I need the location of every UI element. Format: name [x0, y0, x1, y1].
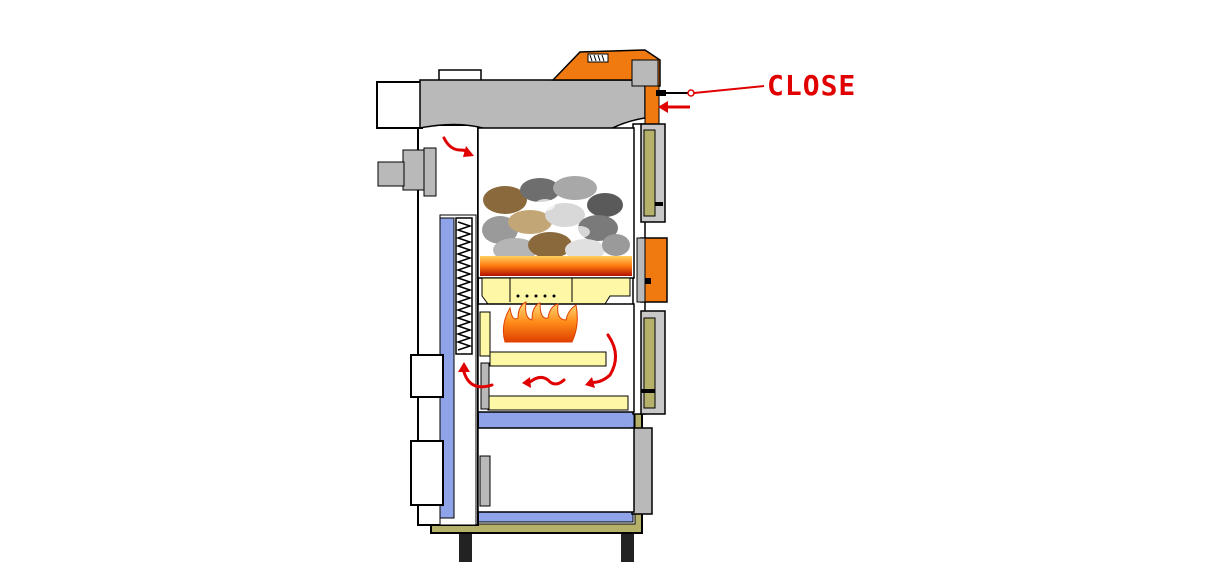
- boiler-leg-right: [621, 533, 634, 562]
- middle-left-port: [410, 354, 444, 398]
- upper-loading-door: [640, 123, 666, 223]
- bottom-right-cover: [631, 427, 653, 515]
- ash-pit-panel: [479, 455, 491, 507]
- water-jacket-middle: [477, 411, 635, 429]
- flames: [502, 301, 578, 343]
- ash-pit: [477, 427, 635, 513]
- side-control-panel: [636, 237, 668, 303]
- refractory-shelf-upper: [489, 351, 607, 367]
- side-fan-body: [402, 149, 426, 191]
- firewood-logs: [482, 176, 630, 262]
- glowing-embers: [480, 256, 632, 276]
- air-damper-rod: [656, 89, 695, 97]
- callout-leader-line: [693, 85, 765, 94]
- side-fan-hub: [377, 161, 405, 187]
- turbulator-spring: [455, 217, 473, 355]
- vent-grille-icon: [587, 53, 609, 63]
- top-left-connector: [376, 81, 423, 129]
- boiler-leg-left: [459, 533, 472, 562]
- refractory-grate: [481, 277, 631, 305]
- refractory-left-wall: [479, 311, 491, 357]
- side-fan-fins: [423, 147, 437, 197]
- flow-arrow-heads: [458, 101, 668, 388]
- close-label: CLOSE: [767, 69, 856, 102]
- control-unit: [551, 49, 661, 125]
- bottom-left-port: [410, 440, 444, 506]
- lower-ash-door: [640, 310, 666, 415]
- refractory-shelf-lower: [487, 395, 629, 411]
